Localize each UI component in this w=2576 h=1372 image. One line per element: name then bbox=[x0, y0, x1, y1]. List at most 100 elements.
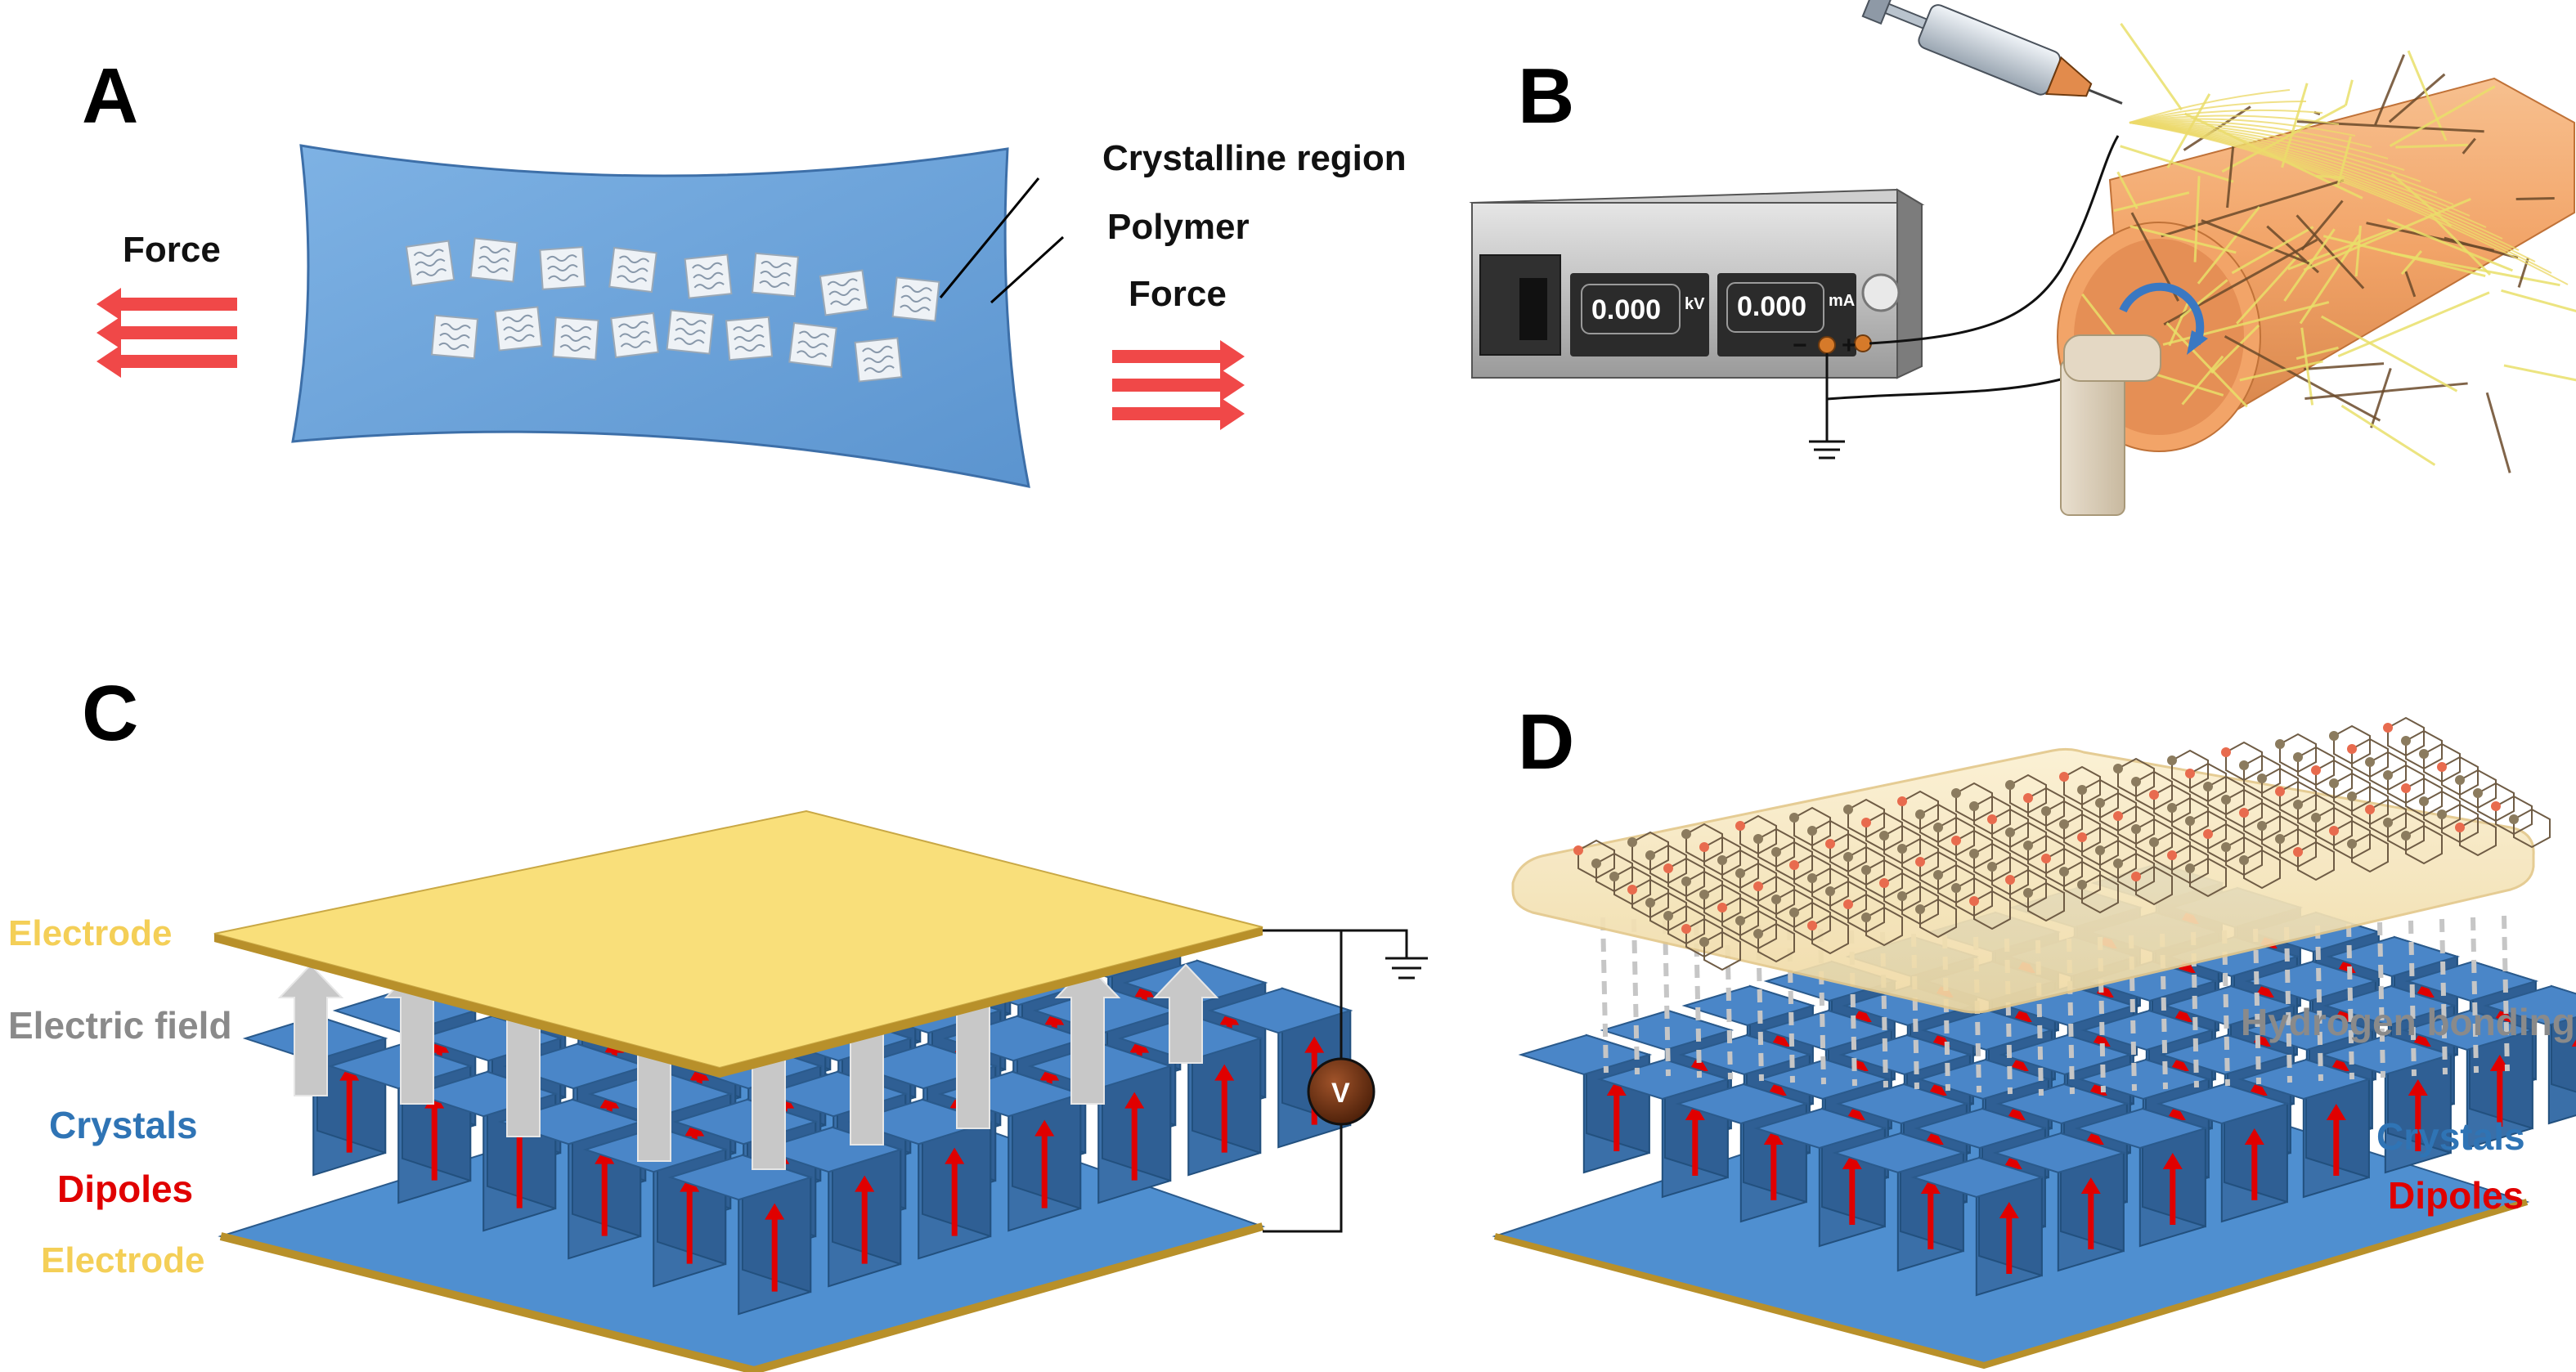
crystal-tile bbox=[405, 240, 456, 287]
fiber bbox=[2304, 382, 2468, 400]
crystal-tile bbox=[608, 246, 657, 294]
dipole-head bbox=[765, 1203, 785, 1220]
atom bbox=[1753, 834, 1763, 844]
hex-ring bbox=[2171, 749, 2209, 790]
hex-ring bbox=[2333, 819, 2371, 860]
atom bbox=[2329, 731, 2339, 741]
hex-ring bbox=[2243, 801, 2281, 842]
circuit-wires bbox=[1263, 929, 1428, 1233]
hex-ring bbox=[2387, 716, 2425, 757]
hex-ring bbox=[1919, 898, 1957, 939]
hydrogen-bond bbox=[2284, 926, 2292, 1083]
atom bbox=[2113, 811, 2123, 821]
hex-ring bbox=[2225, 836, 2263, 877]
hex-ring bbox=[2423, 790, 2461, 831]
hex-ring bbox=[2207, 775, 2245, 816]
atom bbox=[1987, 862, 1997, 872]
atom bbox=[1879, 878, 1889, 888]
fiber bbox=[2485, 392, 2511, 473]
hydrogen-bond bbox=[1600, 917, 1609, 1074]
hex-ring bbox=[2351, 738, 2389, 778]
dipole-head bbox=[2002, 1153, 2022, 1169]
atom bbox=[2185, 816, 2195, 826]
hex-ring bbox=[1739, 909, 1777, 950]
atom bbox=[2023, 793, 2033, 803]
atom bbox=[2293, 752, 2303, 762]
atom bbox=[2491, 801, 2501, 811]
atom bbox=[2419, 749, 2429, 759]
fiber bbox=[2300, 200, 2344, 251]
crystal-tile bbox=[891, 276, 940, 322]
atom bbox=[2239, 808, 2249, 818]
fiber bbox=[2303, 197, 2471, 271]
hex-ring bbox=[1775, 888, 1813, 929]
fiber bbox=[2370, 367, 2392, 428]
dipoles-label-d: Dipoles bbox=[2388, 1174, 2524, 1217]
hex-ring bbox=[2333, 772, 2371, 813]
atom bbox=[1573, 845, 1583, 855]
panel-letter-a: A bbox=[82, 52, 138, 140]
crystal-cube bbox=[1910, 1156, 2045, 1297]
dipole-head bbox=[1920, 1177, 1941, 1194]
atom bbox=[2203, 829, 2213, 839]
hex-ring bbox=[1919, 803, 1957, 844]
panel-c: C V Electrode Electric field Crystals Di… bbox=[8, 670, 1428, 1372]
hex-ring bbox=[1667, 857, 1705, 898]
fiber bbox=[2236, 254, 2300, 325]
hex-ring bbox=[2369, 798, 2407, 839]
crystal-tile bbox=[788, 321, 837, 369]
atom bbox=[2293, 800, 2303, 809]
dipole-head bbox=[1214, 1064, 1235, 1081]
hex-ring bbox=[1829, 880, 1867, 921]
atom bbox=[2077, 785, 2087, 795]
atom bbox=[1969, 849, 1979, 859]
hydrogen-bond bbox=[1631, 918, 1640, 1075]
atom bbox=[1933, 823, 1943, 832]
jet-fiber bbox=[2129, 101, 2307, 123]
hex-ring bbox=[1847, 845, 1885, 886]
hex-ring bbox=[1739, 862, 1777, 903]
hex-ring bbox=[2513, 808, 2551, 849]
crystal-tile bbox=[552, 316, 599, 361]
dipole-head bbox=[945, 1147, 965, 1164]
dipole-head bbox=[2329, 1055, 2349, 1071]
force-right-arrows bbox=[1112, 340, 1245, 430]
atom bbox=[2311, 765, 2321, 775]
fiber bbox=[2388, 73, 2446, 123]
atom bbox=[1969, 896, 1979, 906]
fiber bbox=[2462, 137, 2476, 155]
atom bbox=[2293, 847, 2303, 857]
atom bbox=[2401, 736, 2411, 746]
fiber bbox=[2181, 355, 2224, 406]
hydrogen-bond bbox=[2346, 923, 2354, 1080]
hex-ring bbox=[1847, 798, 1885, 839]
fiber bbox=[2400, 250, 2423, 276]
hydrogen-bond bbox=[2502, 915, 2510, 1072]
atom bbox=[2437, 809, 2447, 819]
atom bbox=[2347, 839, 2357, 849]
dipole-head bbox=[2254, 981, 2274, 998]
crystal-cube bbox=[1117, 1015, 1263, 1177]
hex-ring bbox=[2225, 788, 2263, 829]
dipole-head bbox=[2411, 1030, 2431, 1047]
hex-ring bbox=[1955, 782, 1993, 823]
hex-ring bbox=[1973, 842, 2011, 883]
hex-ring bbox=[1721, 896, 1759, 937]
atom bbox=[1735, 821, 1745, 831]
hydrogen-bond bbox=[2253, 928, 2261, 1085]
atom bbox=[2131, 824, 2141, 834]
hex-ring bbox=[1901, 885, 1939, 926]
atom bbox=[1879, 831, 1889, 841]
crystal-tile bbox=[610, 312, 659, 359]
hex-ring bbox=[2261, 767, 2299, 808]
crystal-tile bbox=[539, 246, 586, 290]
electrospun-jet bbox=[2129, 89, 2569, 285]
atom bbox=[2275, 739, 2285, 749]
hex-ring bbox=[2477, 782, 2515, 823]
atom bbox=[2239, 855, 2249, 865]
dipole-head bbox=[2326, 1104, 2346, 1120]
atom bbox=[2167, 850, 2177, 860]
crystal-cube bbox=[1518, 1033, 1653, 1174]
atom bbox=[2383, 770, 2393, 780]
atom bbox=[1897, 844, 1907, 854]
